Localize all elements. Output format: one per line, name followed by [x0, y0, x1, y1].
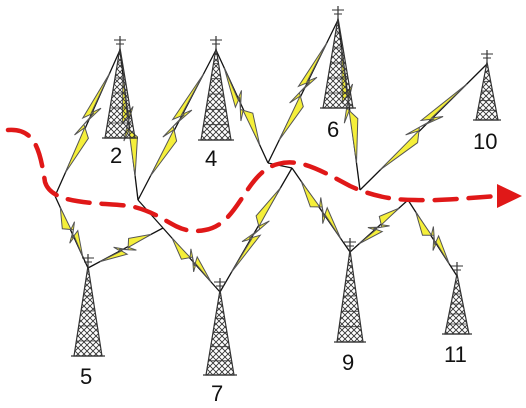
link-line	[87, 227, 164, 269]
link-line	[54, 195, 89, 269]
tower-label-11: 11	[444, 342, 467, 367]
towers-layer	[71, 6, 501, 376]
lightning-link-icon	[59, 207, 84, 257]
radio-tower-icon	[198, 36, 234, 141]
lightning-link-icon	[64, 73, 111, 173]
tower-label-5: 5	[80, 364, 92, 389]
radio-tower-icon	[473, 50, 501, 121]
link-line	[162, 227, 221, 293]
tower-label-7: 7	[211, 381, 223, 406]
dashed-route-line	[5, 127, 501, 234]
radio-tower-icon	[442, 262, 472, 335]
radio-tower-icon	[320, 6, 356, 109]
labels-layer: 2 4 6 10 5 7 9 11	[80, 117, 497, 406]
tower-label-10: 10	[473, 129, 497, 154]
lightning-link-icon	[415, 211, 450, 265]
tower-label-4: 4	[205, 146, 217, 171]
lightning-link-icon	[300, 181, 342, 239]
lightning-link-icon	[231, 187, 281, 273]
lightning-link-icon	[223, 67, 261, 146]
radio-tower-icon	[334, 238, 366, 343]
link-line	[219, 167, 293, 293]
lightning-link-icon	[99, 233, 152, 263]
radio-tower-icon	[203, 278, 237, 376]
lightning-link-icon	[150, 73, 204, 177]
link-line	[407, 199, 458, 277]
lightning-link-icon	[358, 207, 400, 245]
radio-tower-icon	[71, 254, 105, 357]
link-line	[349, 199, 409, 253]
tower-label-2: 2	[110, 143, 122, 168]
tower-label-9: 9	[342, 350, 354, 375]
link-line	[359, 63, 488, 191]
lightning-link-icon	[278, 42, 328, 141]
route-layer	[5, 127, 522, 234]
bolts-layer	[59, 42, 468, 283]
lightning-link-icon	[171, 237, 212, 283]
radio-tower-icon	[102, 36, 138, 139]
tower-label-6: 6	[327, 117, 339, 142]
lightning-link-icon	[379, 83, 468, 171]
dashed-route-arrow-icon	[497, 184, 522, 208]
